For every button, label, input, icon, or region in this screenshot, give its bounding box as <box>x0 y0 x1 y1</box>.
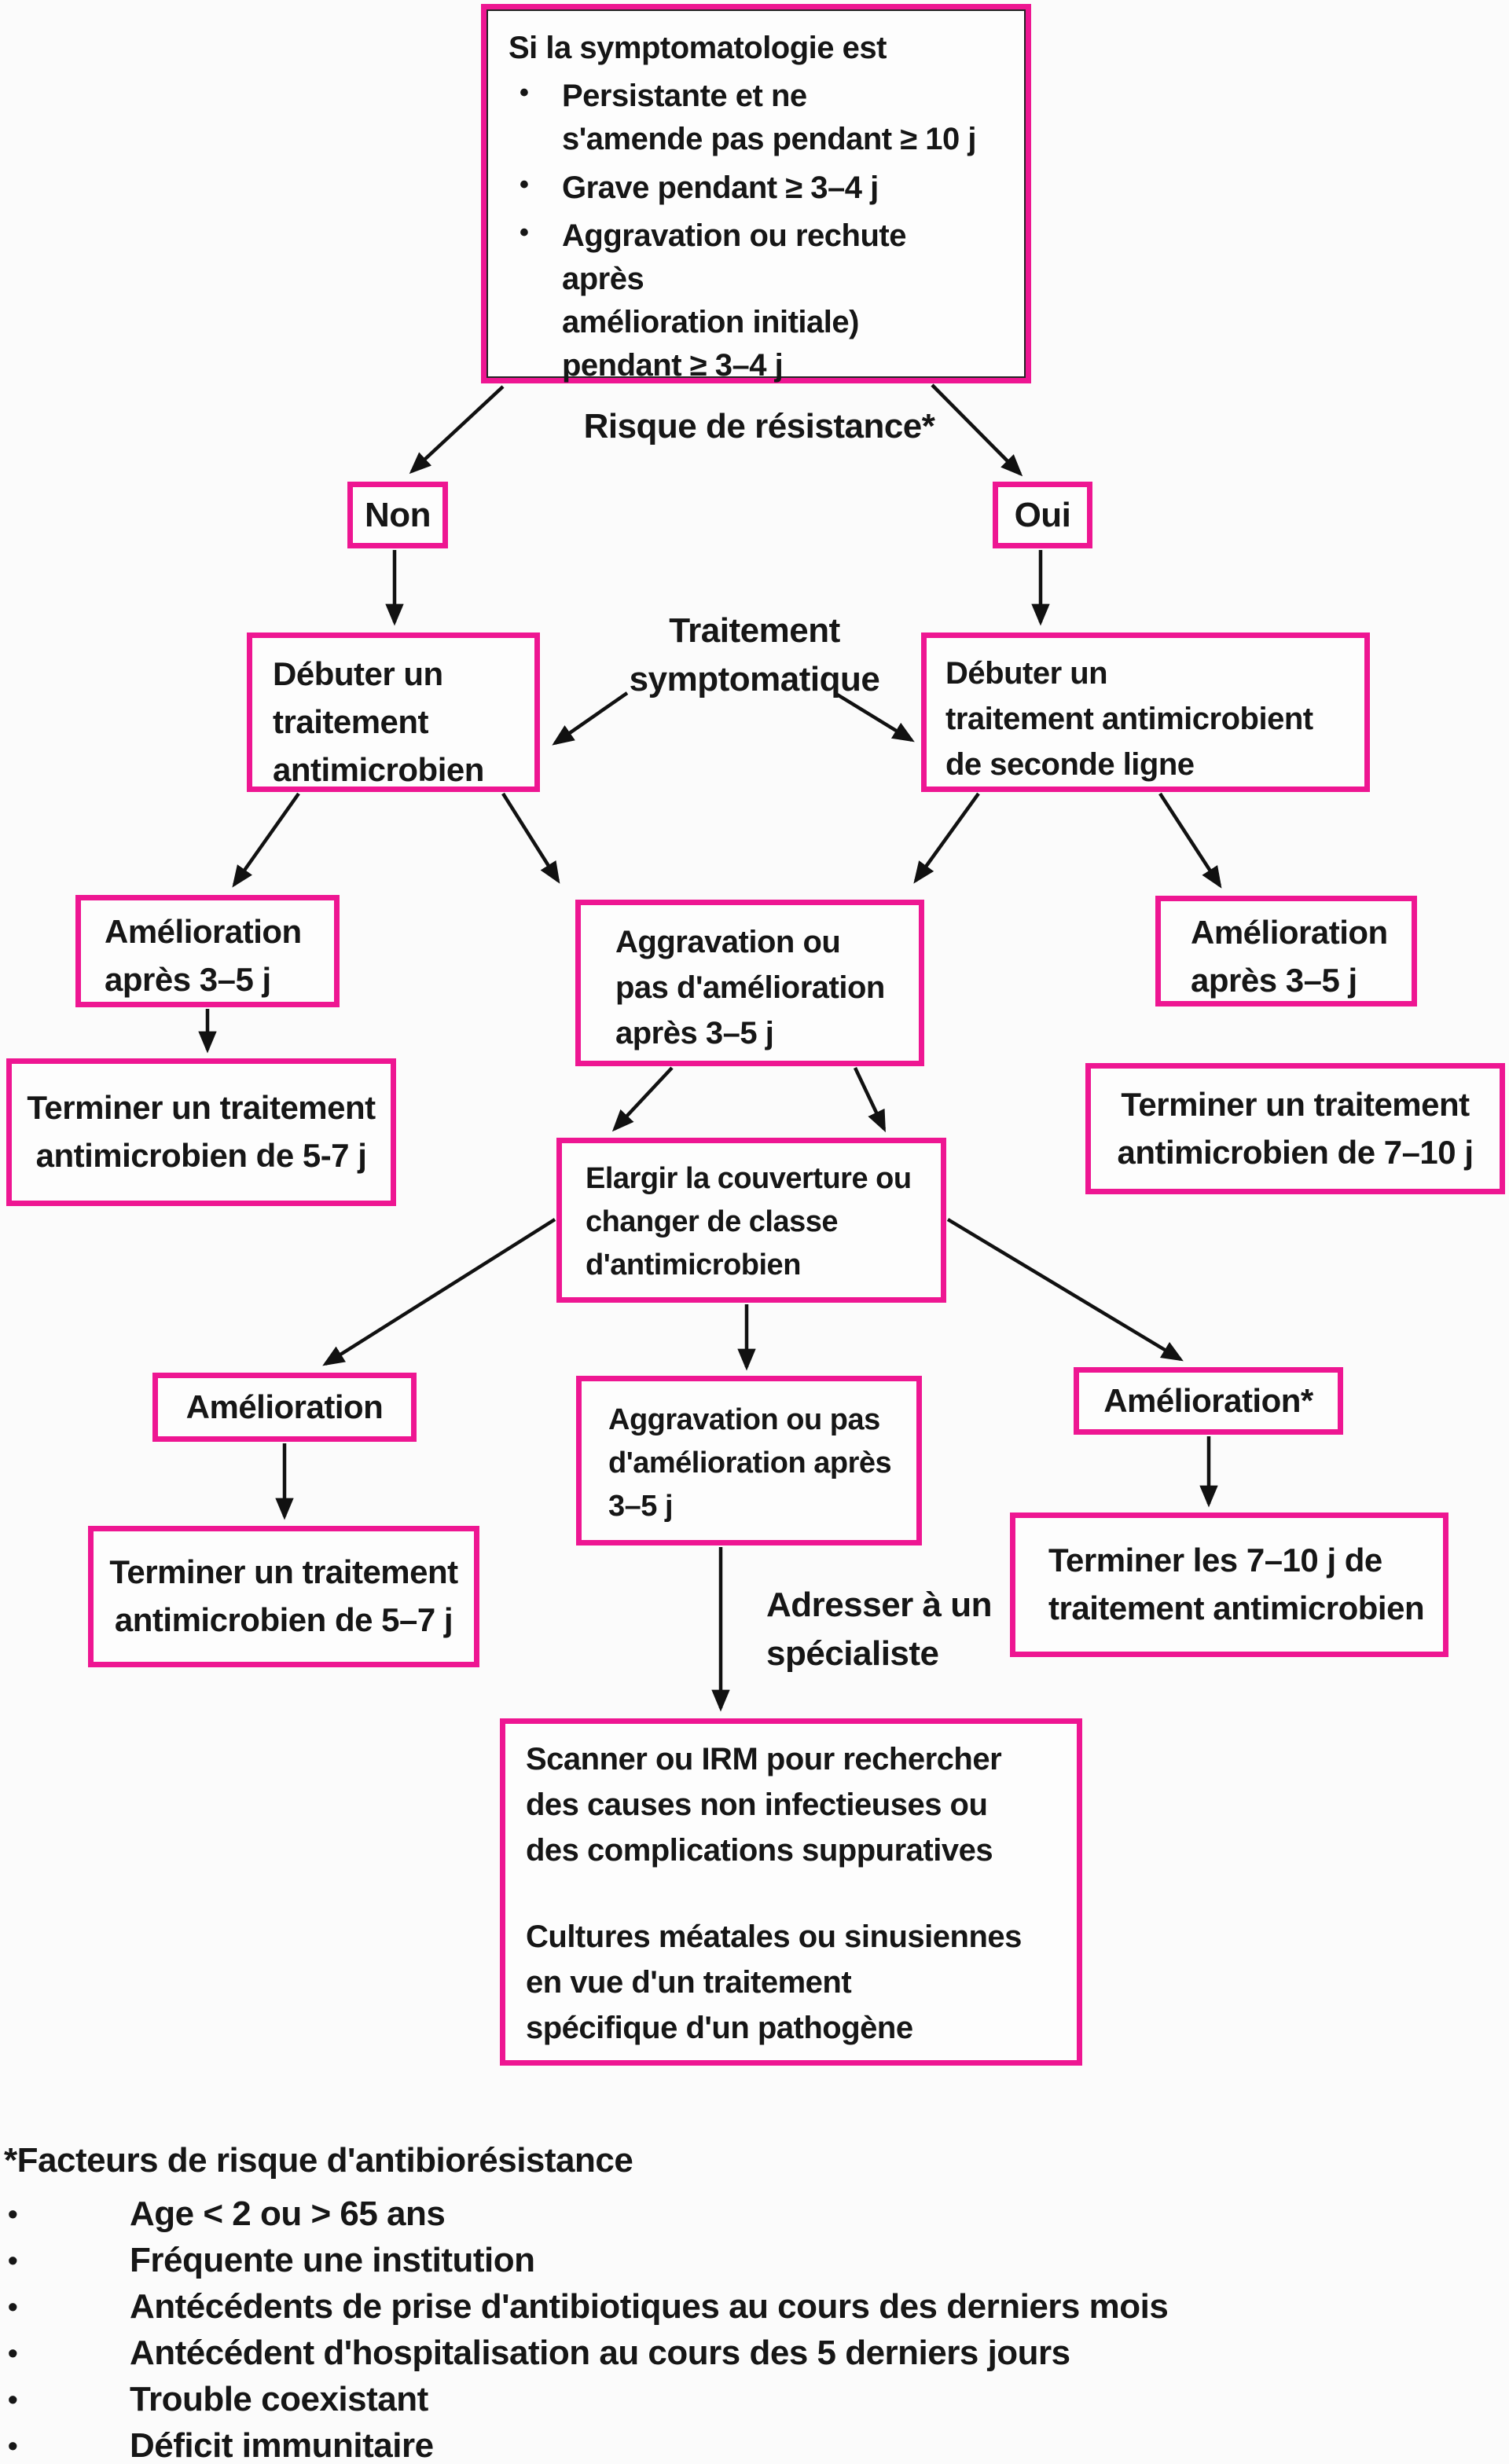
bullet-icon: • <box>8 2337 18 2370</box>
node-amelioration-3-5-droite: Amélioration après 3–5 j <box>1155 896 1417 1006</box>
symptomatology-bullet: • Aggravation ou rechute après améliorat… <box>509 214 1010 388</box>
node-amelioration-etoile: Amélioration* <box>1074 1367 1343 1435</box>
footnote-item: • Age < 2 ou > 65 ans <box>4 2191 1497 2237</box>
node-terminer-les-7-10: Terminer les 7–10 j de traitement antimi… <box>1010 1512 1448 1657</box>
node-symptomatology: Si la symptomatologie est • Persistante … <box>481 4 1031 383</box>
footnote-list: • Age < 2 ou > 65 ans • Fréquente une in… <box>4 2191 1497 2464</box>
label-traitement-symptomatique: Traitement symptomatique <box>629 611 880 699</box>
node-debuter-traitement-antimicrobien: Débuter un traitement antimicrobien <box>247 632 540 792</box>
bullet-icon: • <box>8 2383 18 2416</box>
node-non: Non <box>347 482 448 548</box>
node-amelioration: Amélioration <box>152 1373 417 1442</box>
footnote-item: • Antécédent d'hospitalisation au cours … <box>4 2330 1497 2376</box>
scanner-paragraph: Scanner ou IRM pour rechercher des cause… <box>526 1742 1002 1868</box>
node-aggravation-3-5: Aggravation ou pas d'amélioration après … <box>575 900 924 1066</box>
node-oui: Oui <box>993 482 1092 548</box>
flow-arrow <box>1158 792 1222 889</box>
bullet-icon: • <box>8 2429 18 2462</box>
node-amelioration-3-5-gauche: Amélioration après 3–5 j <box>75 895 340 1007</box>
flow-arrow <box>322 1218 556 1366</box>
bullet-icon: • <box>8 2290 18 2323</box>
flow-arrow <box>409 385 505 475</box>
node-terminer-5-7-haut: Terminer un traitement antimicrobien de … <box>6 1058 396 1206</box>
bullet-icon: • <box>520 169 529 200</box>
node-scanner-cultures: Scanner ou IRM pour rechercher des cause… <box>500 1718 1082 2066</box>
bullet-icon: • <box>8 2198 18 2231</box>
flow-arrow <box>946 1218 1184 1362</box>
cultures-paragraph: Cultures méatales ou sinusiennes en vue … <box>526 1920 1022 2045</box>
footnote-risk-factors: *Facteurs de risque d'antibiorésistance … <box>4 2141 1497 2464</box>
symptomatology-title: Si la symptomatologie est <box>509 31 887 65</box>
flow-arrow <box>232 792 300 888</box>
footnote-header: *Facteurs de risque d'antibiorésistance <box>4 2141 633 2180</box>
flow-arrow <box>853 1067 887 1133</box>
bullet-icon: • <box>520 78 529 108</box>
flow-arrow <box>913 792 980 884</box>
bullet-icon: • <box>520 217 529 248</box>
label-risque-resistance: Risque de résistance* <box>583 407 935 446</box>
footnote-item: • Déficit immunitaire <box>4 2422 1497 2464</box>
symptomatology-bullet: • Persistante et ne s'amende pas pendant… <box>509 75 1010 161</box>
symptomatology-bullet: • Grave pendant ≥ 3–4 j <box>509 167 1010 210</box>
node-debuter-traitement-seconde-ligne: Débuter un traitement antimicrobient de … <box>921 632 1370 792</box>
flow-arrow <box>611 1066 674 1132</box>
footnote-item: • Trouble coexistant <box>4 2376 1497 2422</box>
footnote-item: • Antécédents de prise d'antibiotiques a… <box>4 2283 1497 2330</box>
footnote-item: • Fréquente une institution <box>4 2237 1497 2283</box>
node-elargir-couverture: Elargir la couverture ou changer de clas… <box>556 1138 946 1303</box>
node-aggravation-3-5-bis: Aggravation ou pas d'amélioration après … <box>576 1376 922 1546</box>
flow-arrow <box>501 792 560 884</box>
node-terminer-7-10-droite: Terminer un traitement antimicrobien de … <box>1085 1063 1505 1194</box>
label-adresser-specialiste: Adresser à un spécialiste <box>766 1586 992 1674</box>
bullet-icon: • <box>8 2244 18 2277</box>
node-terminer-5-7-bas: Terminer un traitement antimicrobien de … <box>88 1526 479 1667</box>
